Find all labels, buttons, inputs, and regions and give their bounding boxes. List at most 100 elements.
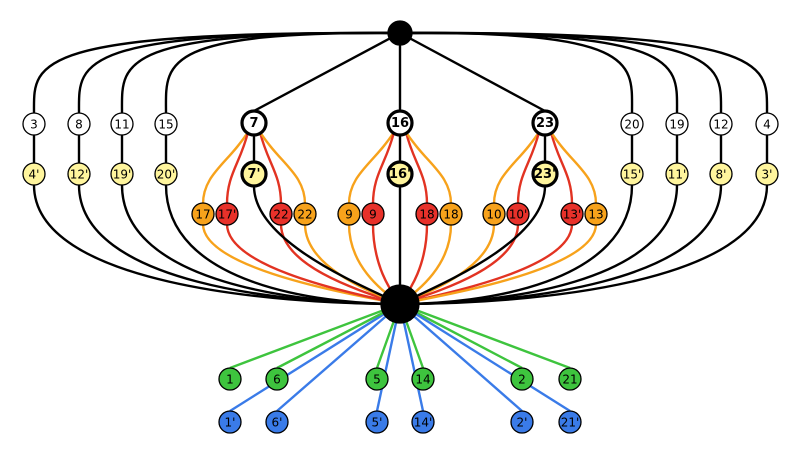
group-2-child-3-label: 13 bbox=[588, 208, 603, 222]
edge-group-1-to-child-3 bbox=[404, 131, 453, 205]
group-1-child-2: 18 bbox=[415, 202, 439, 226]
blue-node-3: 14' bbox=[411, 410, 435, 434]
top-hub-node-circle bbox=[387, 20, 413, 46]
outer-node-7: 4 bbox=[755, 112, 779, 136]
blue-node-5: 21' bbox=[558, 410, 582, 434]
edge-top-to-outer-5 bbox=[399, 31, 679, 114]
edge-group-0-to-child-3 bbox=[258, 131, 307, 205]
group-1-child-0: 9 bbox=[337, 202, 361, 226]
outer-prime-node-5-label: 11' bbox=[668, 168, 687, 182]
outer-prime-node-4-circle bbox=[620, 162, 644, 186]
green-node-2-label: 5 bbox=[373, 373, 381, 387]
group-0-child-0: 17 bbox=[191, 202, 215, 226]
edge-hub-to-blue-5 bbox=[399, 302, 571, 413]
blue-node-1-circle bbox=[265, 410, 289, 434]
edge-group-2-to-child-0 bbox=[492, 131, 541, 205]
group-0-child-3: 22 bbox=[293, 202, 317, 226]
green-node-2: 5 bbox=[365, 367, 389, 391]
group-prime-node-1: 16' bbox=[386, 160, 414, 188]
group-0-child-0-label: 17 bbox=[195, 208, 210, 222]
edge-top-to-group-2 bbox=[399, 31, 546, 113]
outer-prime-node-6: 8' bbox=[709, 162, 733, 186]
blue-node-1: 6' bbox=[265, 410, 289, 434]
edge-hub-to-green-1 bbox=[276, 302, 401, 370]
outer-prime-node-4-label: 15' bbox=[623, 168, 642, 182]
outer-prime-node-2-circle bbox=[110, 162, 134, 186]
edge-top-to-outer-6 bbox=[399, 31, 723, 114]
group-1-child-3-circle bbox=[439, 202, 463, 226]
outer-node-5-label: 19 bbox=[669, 118, 684, 132]
outer-node-4-circle bbox=[620, 112, 644, 136]
outer-prime-node-3: 20' bbox=[154, 162, 178, 186]
group-2-child-1-label: 10' bbox=[509, 208, 528, 222]
outer-prime-node-1-label: 12' bbox=[70, 168, 89, 182]
group-1-child-2-circle bbox=[415, 202, 439, 226]
outer-node-7-circle bbox=[755, 112, 779, 136]
outer-node-2-label: 11 bbox=[114, 118, 129, 132]
group-2-child-0-label: 10 bbox=[486, 208, 501, 222]
edge-group-1-to-child-2 bbox=[404, 131, 429, 205]
green-node-0-circle bbox=[218, 367, 242, 391]
group-top-node-1-circle bbox=[386, 109, 414, 137]
outer-node-3: 15 bbox=[154, 112, 178, 136]
group-top-node-0-label: 7 bbox=[249, 116, 258, 131]
outer-node-3-label: 15 bbox=[158, 118, 173, 132]
edge-child-0-1-to-hub bbox=[225, 223, 401, 306]
group-2-child-0-circle bbox=[482, 202, 506, 226]
outer-prime-node-7-label: 3' bbox=[762, 168, 773, 182]
green-node-5-label: 21 bbox=[562, 373, 577, 387]
edge-top-to-outer-2 bbox=[120, 31, 401, 114]
green-node-1: 6 bbox=[265, 367, 289, 391]
outer-node-2: 11 bbox=[110, 112, 134, 136]
blue-node-0-circle bbox=[218, 410, 242, 434]
green-node-3-circle bbox=[411, 367, 435, 391]
outer-prime-node-4: 15' bbox=[620, 162, 644, 186]
edge-top-to-outer-7 bbox=[399, 31, 769, 114]
blue-node-5-circle bbox=[558, 410, 582, 434]
group-1-child-2-label: 18 bbox=[419, 208, 434, 222]
blue-node-0: 1' bbox=[218, 410, 242, 434]
group-top-node-1: 16 bbox=[386, 109, 414, 137]
outer-prime-node-2: 19' bbox=[110, 162, 134, 186]
blue-node-4: 2' bbox=[510, 410, 534, 434]
outer-node-5-circle bbox=[665, 112, 689, 136]
group-1-child-1: 9 bbox=[361, 202, 385, 226]
group-1-child-3-label: 18 bbox=[443, 208, 458, 222]
blue-node-4-circle bbox=[510, 410, 534, 434]
outer-node-1-circle bbox=[67, 112, 91, 136]
group-0-child-2-label: 22 bbox=[273, 208, 288, 222]
green-node-1-label: 6 bbox=[273, 373, 281, 387]
edge-top-to-outer-3 bbox=[164, 31, 401, 114]
outer-prime-node-7: 3' bbox=[755, 162, 779, 186]
green-node-2-circle bbox=[365, 367, 389, 391]
outer-node-7-label: 4 bbox=[763, 118, 771, 132]
blue-node-2-circle bbox=[365, 410, 389, 434]
green-node-4: 2 bbox=[510, 367, 534, 391]
outer-node-1: 8 bbox=[67, 112, 91, 136]
edges-layer bbox=[32, 31, 769, 413]
group-1-child-0-label: 9 bbox=[345, 208, 353, 222]
blue-node-3-label: 14' bbox=[414, 416, 433, 430]
group-prime-node-2: 23' bbox=[531, 160, 559, 188]
group-0-child-1: 17' bbox=[215, 202, 239, 226]
outer-prime-node-5-circle bbox=[665, 162, 689, 186]
group-0-child-3-circle bbox=[293, 202, 317, 226]
top-hub-node bbox=[387, 20, 413, 46]
edge-prime-to-hub-7 bbox=[399, 184, 769, 306]
green-node-5: 21 bbox=[558, 367, 582, 391]
outer-node-0-label: 3 bbox=[30, 118, 38, 132]
blue-node-2-label: 5' bbox=[372, 416, 383, 430]
green-node-0-label: 1 bbox=[226, 373, 234, 387]
blue-node-4-label: 2' bbox=[517, 416, 528, 430]
group-prime-node-0: 7' bbox=[240, 160, 268, 188]
group-0-child-1-label: 17' bbox=[218, 208, 237, 222]
outer-prime-node-6-label: 8' bbox=[716, 168, 727, 182]
edge-hub-to-blue-4 bbox=[399, 303, 523, 412]
blue-node-5-label: 21' bbox=[561, 416, 580, 430]
green-node-1-circle bbox=[265, 367, 289, 391]
edge-top-to-group-0 bbox=[253, 31, 401, 113]
edge-group-2-to-child-3 bbox=[549, 131, 598, 205]
edge-hub-to-blue-0 bbox=[229, 302, 401, 413]
outer-prime-node-0: 4' bbox=[22, 162, 46, 186]
